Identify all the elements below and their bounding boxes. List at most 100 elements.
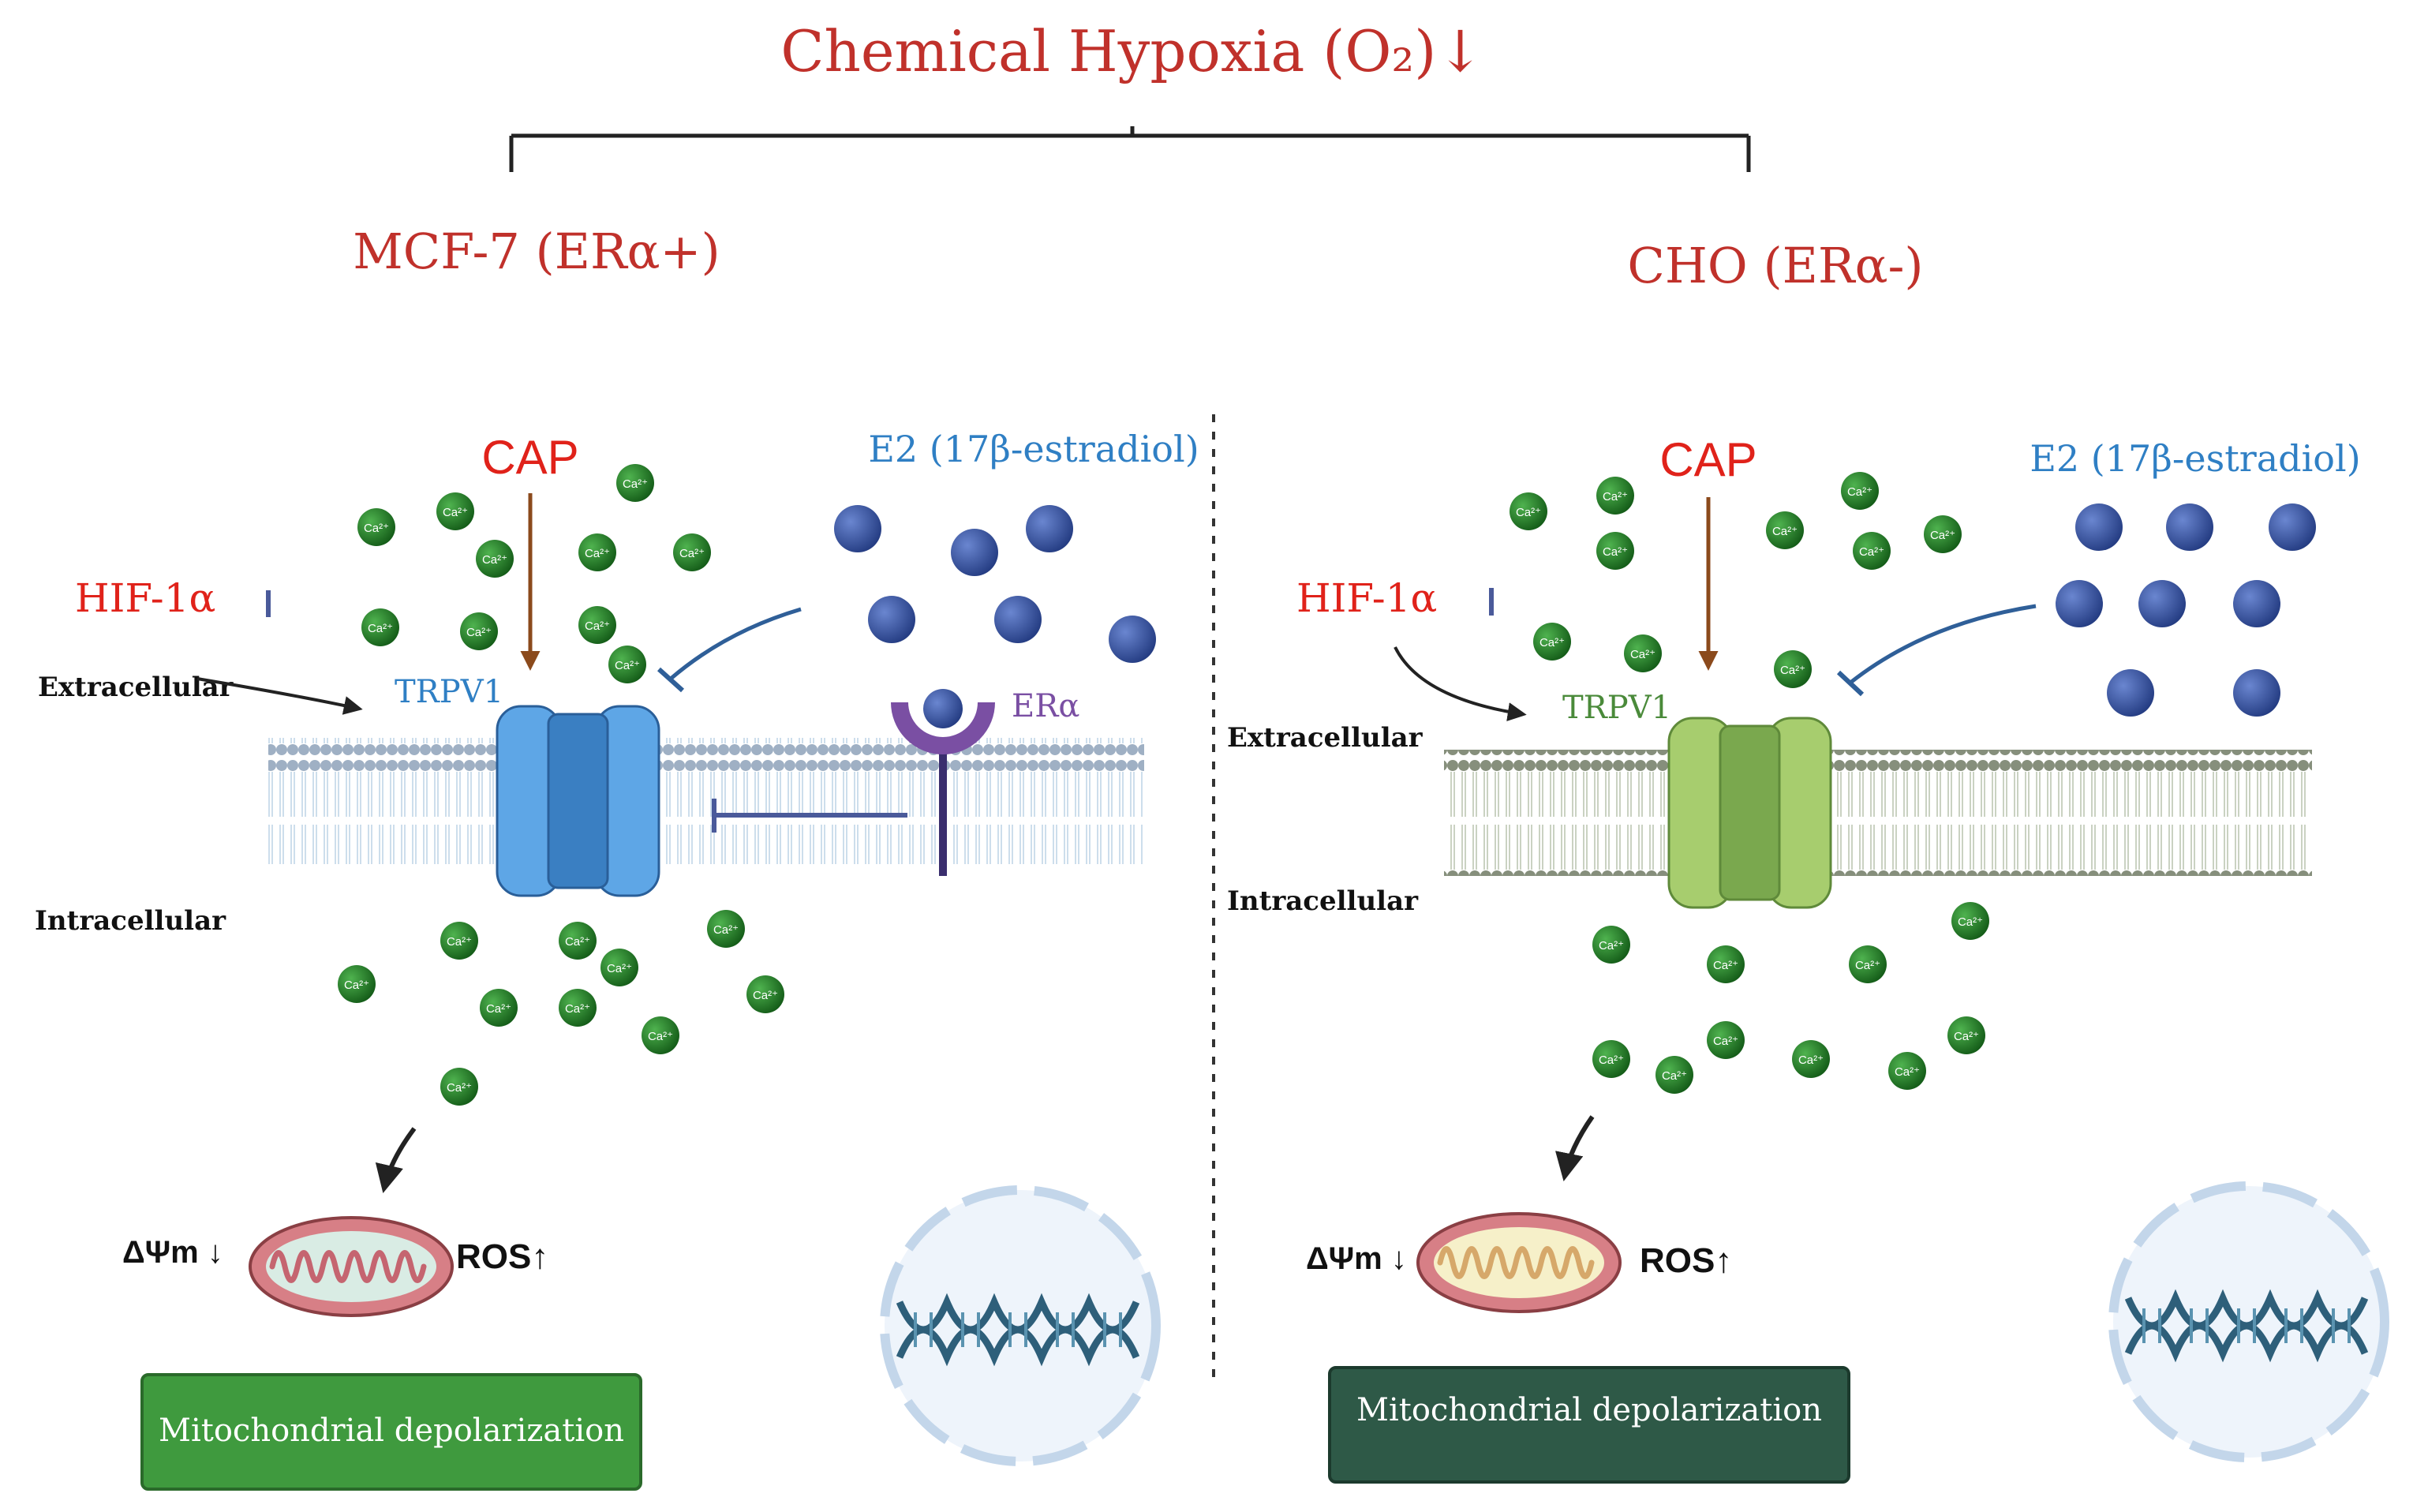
svg-text:Ca²⁺: Ca²⁺ (1798, 1054, 1824, 1067)
svg-text:Ca²⁺: Ca²⁺ (482, 553, 507, 567)
left-trpv1-channel (496, 705, 660, 897)
svg-text:Ca²⁺: Ca²⁺ (1516, 506, 1541, 519)
nucleus-dna-icon (2108, 1181, 2389, 1462)
calcium-ion-icon: Ca²⁺ (1510, 492, 1547, 530)
right-extracellular-arrow (1394, 646, 1527, 721)
left-er-alpha-label: ERα (1012, 688, 1079, 724)
svg-text:Ca²⁺: Ca²⁺ (1855, 959, 1880, 972)
estradiol-molecule-icon (951, 529, 998, 576)
left-mito-arrow (375, 1127, 417, 1194)
right-cell-line-label: CHO (ERα-) (1627, 237, 1923, 294)
mitochondrion-icon (1416, 1212, 1622, 1313)
calcium-ion-icon: Ca²⁺ (436, 492, 474, 530)
calcium-ion-icon: Ca²⁺ (746, 975, 784, 1013)
calcium-ion-icon: Ca²⁺ (1533, 623, 1571, 661)
left-hif-label: HIF-1α (75, 575, 215, 621)
svg-text:Ca²⁺: Ca²⁺ (648, 1030, 673, 1043)
svg-text:Ca²⁺: Ca²⁺ (1958, 915, 1983, 929)
svg-text:Ca²⁺: Ca²⁺ (1954, 1030, 1979, 1043)
estradiol-molecule-icon (834, 505, 881, 552)
estradiol-molecule-icon (2075, 503, 2123, 551)
svg-text:Ca²⁺: Ca²⁺ (447, 1081, 472, 1095)
calcium-ion-icon: Ca²⁺ (357, 508, 395, 546)
right-trpv1-label: TRPV1 (1562, 690, 1671, 726)
diagram-title: Chemical Hypoxia (O₂)↓ (780, 18, 1483, 84)
left-extracellular-label: Extracellular (38, 672, 234, 703)
right-outcome-box: Mitochondrial depolarization (1328, 1366, 1850, 1484)
left-outcome-box: Mitochondrial depolarization (140, 1373, 642, 1491)
calcium-ion-icon: Ca²⁺ (1592, 926, 1630, 964)
right-cap-label: CAP (1659, 433, 1756, 486)
svg-text:Ca²⁺: Ca²⁺ (1780, 664, 1805, 677)
calcium-ion-icon: Ca²⁺ (1766, 511, 1804, 549)
calcium-ion-icon: Ca²⁺ (1792, 1040, 1830, 1078)
calcium-ion-icon: Ca²⁺ (480, 989, 518, 1027)
calcium-ion-icon: Ca²⁺ (1707, 1021, 1745, 1059)
left-intracellular-label: Intracellular (35, 905, 226, 937)
calcium-ion-icon: Ca²⁺ (476, 540, 514, 578)
svg-text:Ca²⁺: Ca²⁺ (1603, 490, 1628, 503)
svg-text:Ca²⁺: Ca²⁺ (1713, 1035, 1738, 1048)
svg-text:Ca²⁺: Ca²⁺ (486, 1002, 511, 1016)
svg-text:Ca²⁺: Ca²⁺ (565, 935, 590, 949)
left-lipid-bilayer (268, 738, 1144, 864)
svg-text:Ca²⁺: Ca²⁺ (1847, 485, 1872, 499)
svg-text:Ca²⁺: Ca²⁺ (623, 477, 648, 491)
svg-text:Ca²⁺: Ca²⁺ (344, 979, 369, 992)
svg-text:Ca²⁺: Ca²⁺ (1895, 1065, 1920, 1079)
calcium-ion-icon: Ca²⁺ (1774, 650, 1812, 688)
calcium-ion-icon: Ca²⁺ (578, 606, 616, 644)
calcium-ion-icon: Ca²⁺ (642, 1016, 679, 1054)
estradiol-molecule-icon (2233, 580, 2280, 627)
calcium-ion-icon: Ca²⁺ (460, 612, 498, 650)
estradiol-molecule-icon (994, 596, 1042, 643)
right-ros-label: ROS↑ (1640, 1241, 1732, 1280)
calcium-ion-icon: Ca²⁺ (578, 533, 616, 571)
right-panel: CAP E2 (17β-estradiol) HIF-1α Extracellu… (1227, 433, 2389, 1484)
right-mito-arrow (1555, 1115, 1595, 1182)
left-e2-inhibit-bar (657, 667, 685, 693)
right-ca-extracellular: Ca²⁺ Ca²⁺ Ca²⁺ Ca²⁺ Ca²⁺ Ca²⁺ Ca²⁺ Ca²⁺ … (1510, 472, 1962, 688)
calcium-ion-icon: Ca²⁺ (1853, 532, 1891, 570)
svg-text:Ca²⁺: Ca²⁺ (585, 619, 610, 633)
mitochondrion-icon (249, 1216, 454, 1317)
left-ca-extracellular: Ca²⁺ Ca²⁺ Ca²⁺ Ca²⁺ Ca²⁺ Ca²⁺ Ca²⁺ Ca²⁺ … (357, 464, 711, 683)
left-e2-molecules (834, 505, 1156, 663)
calcium-ion-icon: Ca²⁺ (1655, 1056, 1693, 1094)
svg-text:Ca²⁺: Ca²⁺ (1630, 648, 1655, 661)
svg-text:Ca²⁺: Ca²⁺ (1599, 939, 1624, 952)
svg-text:Ca²⁺: Ca²⁺ (679, 547, 705, 560)
calcium-ion-icon: Ca²⁺ (1596, 477, 1634, 515)
svg-text:Ca²⁺: Ca²⁺ (1599, 1054, 1624, 1067)
left-ros-label: ROS↑ (456, 1237, 548, 1276)
calcium-ion-icon: Ca²⁺ (1707, 945, 1745, 983)
calcium-ion-icon: Ca²⁺ (1841, 472, 1879, 510)
right-extracellular-label: Extracellular (1227, 722, 1424, 754)
svg-text:Ca²⁺: Ca²⁺ (713, 923, 739, 937)
svg-text:Ca²⁺: Ca²⁺ (753, 989, 778, 1002)
estradiol-molecule-icon (2233, 669, 2280, 717)
right-outcome-label: Mitochondrial depolarization (1356, 1392, 1822, 1428)
left-cell-line-label: MCF-7 (ERα+) (353, 223, 720, 280)
svg-text:Ca²⁺: Ca²⁺ (607, 962, 632, 975)
left-membrane-potential-label: ΔΨm ↓ (122, 1235, 223, 1270)
svg-text:Ca²⁺: Ca²⁺ (1662, 1069, 1687, 1083)
svg-text:Ca²⁺: Ca²⁺ (1930, 529, 1955, 542)
estradiol-molecule-icon (1109, 616, 1156, 663)
left-outcome-label: Mitochondrial depolarization (159, 1413, 624, 1449)
svg-text:Ca²⁺: Ca²⁺ (466, 626, 492, 639)
calcium-ion-icon: Ca²⁺ (338, 965, 376, 1003)
right-e2-label: E2 (17β-estradiol) (2030, 437, 2360, 480)
right-e2-molecules (2056, 503, 2316, 717)
right-e2-inhibit-bar (1836, 670, 1865, 697)
calcium-ion-icon: Ca²⁺ (361, 608, 399, 646)
left-er-alpha-receptor (712, 689, 995, 876)
svg-text:Ca²⁺: Ca²⁺ (1539, 636, 1565, 649)
svg-text:Ca²⁺: Ca²⁺ (615, 659, 640, 672)
svg-text:Ca²⁺: Ca²⁺ (1603, 545, 1628, 559)
calcium-ion-icon: Ca²⁺ (608, 646, 646, 683)
svg-text:Ca²⁺: Ca²⁺ (368, 622, 393, 635)
calcium-ion-icon: Ca²⁺ (707, 910, 745, 948)
right-e2-inhibit-curve (1849, 604, 2037, 684)
left-ca-intracellular: Ca²⁺ Ca²⁺ Ca²⁺ Ca²⁺ Ca²⁺ Ca²⁺ Ca²⁺ Ca²⁺ … (338, 910, 784, 1106)
